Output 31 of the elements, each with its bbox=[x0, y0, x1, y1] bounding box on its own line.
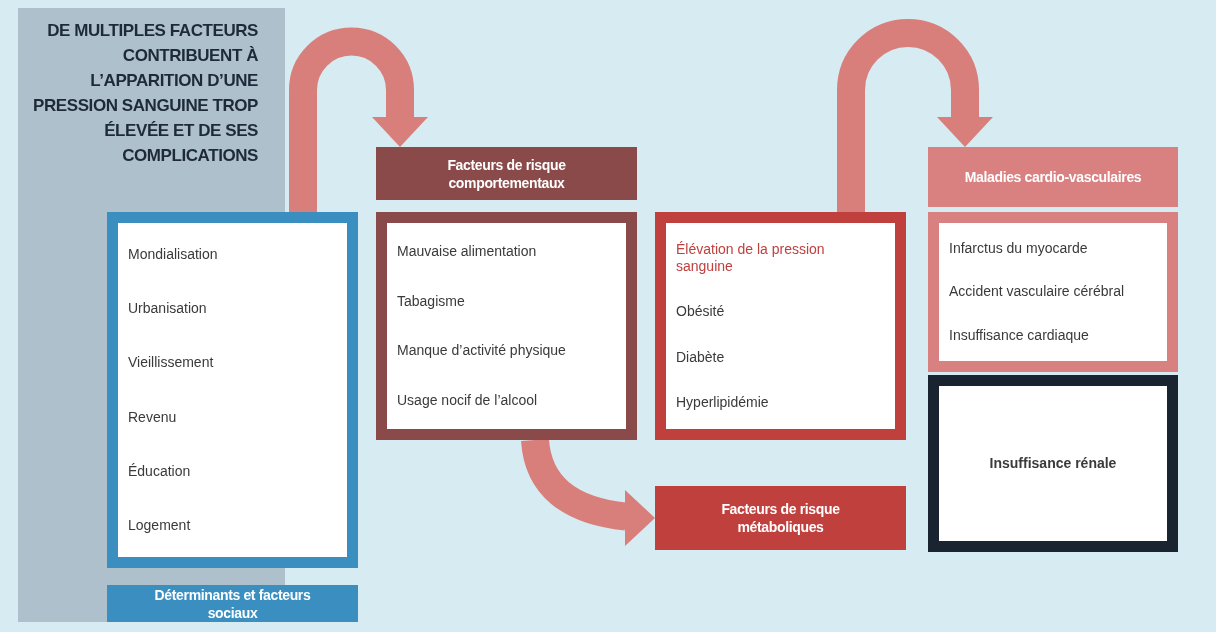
category-header: Facteurs de risque métaboliques bbox=[655, 486, 906, 550]
curved-arrow bbox=[837, 19, 993, 212]
list-item: Infarctus du myocarde bbox=[949, 240, 1088, 258]
list-item: Logement bbox=[128, 517, 191, 535]
list-item: Accident vasculaire cérébral bbox=[949, 283, 1125, 301]
factor-list-box bbox=[928, 212, 1178, 372]
category-header: Maladies cardio-vasculaires bbox=[928, 147, 1178, 207]
list-item: Usage nocif de l’alcool bbox=[397, 391, 538, 409]
list-item: Mauvaise alimentation bbox=[397, 243, 537, 261]
list-item: Éducation bbox=[128, 462, 191, 480]
category-header: Facteurs de risque comportementaux bbox=[376, 147, 637, 200]
title: DE MULTIPLES FACTEURS CONTRIBUENT À L’APPARITION D’UNE PRESSION SANGUINE TROP ÉLEVÉE ET DE SES COMPLICATIONS bbox=[32, 20, 258, 167]
list-item: Urbanisation bbox=[128, 300, 207, 317]
list-item: Hyperlipidémie bbox=[676, 393, 769, 411]
list-item: Revenu bbox=[128, 408, 177, 426]
factor-list-box bbox=[376, 212, 637, 440]
list-item: Mondialisation bbox=[128, 245, 218, 263]
factor-list-box bbox=[655, 212, 906, 440]
list-item: Élévation de la pression sanguine bbox=[676, 241, 826, 276]
list-item: Vieillissement bbox=[128, 354, 214, 372]
category-header: Déterminants et facteurs sociaux bbox=[107, 585, 358, 622]
list-item: Insuffisance cardiaque bbox=[949, 326, 1089, 344]
list-item: Tabagisme bbox=[397, 292, 465, 310]
box-label: Insuffisance rénale bbox=[989, 455, 1117, 472]
list-item: Diabète bbox=[676, 348, 725, 366]
condition-box bbox=[928, 375, 1178, 552]
curved-arrow bbox=[289, 27, 428, 212]
factor-list-box bbox=[107, 212, 358, 568]
curved-arrow bbox=[521, 438, 656, 546]
list-item: Manque d’activité physique bbox=[397, 342, 566, 360]
list-item: Obésité bbox=[676, 303, 725, 321]
